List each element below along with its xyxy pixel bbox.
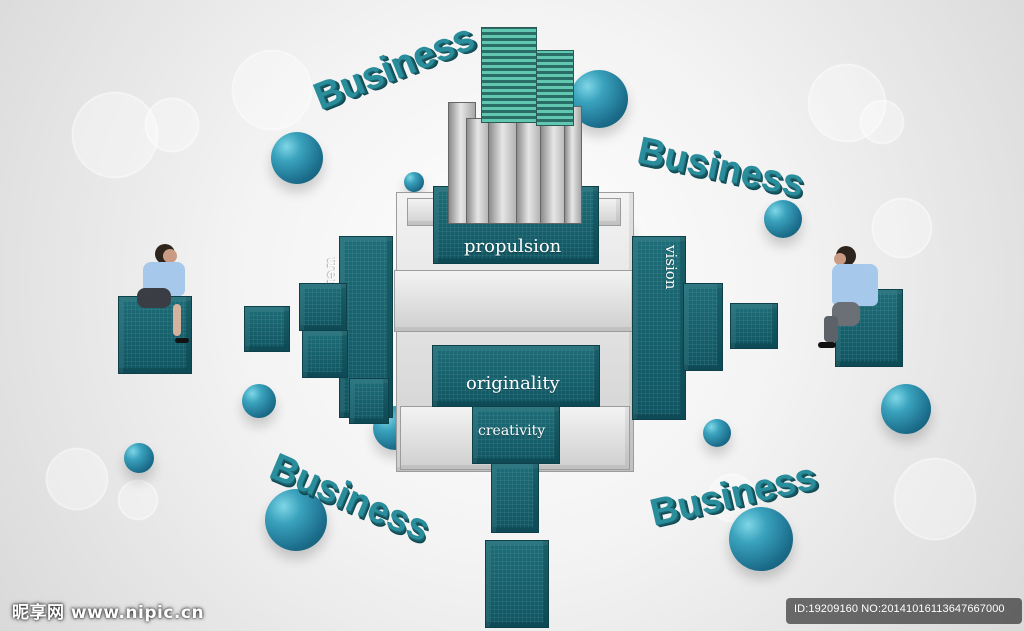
nipic-watermark-logo: 昵享网 www.nipic.cn xyxy=(12,603,205,623)
right-cube-column xyxy=(632,236,686,420)
left-cube-small xyxy=(302,330,348,378)
man-leg xyxy=(824,316,838,342)
blue-sphere xyxy=(764,200,802,238)
front-lower-block xyxy=(472,406,560,464)
businesswoman-figure xyxy=(135,244,207,346)
businessman-figure xyxy=(814,246,894,356)
left-cube-small xyxy=(244,306,290,352)
background-bokeh xyxy=(118,480,158,520)
business-word: Business xyxy=(633,129,808,206)
left-cube-small xyxy=(299,283,347,331)
building xyxy=(516,110,544,224)
blue-sphere xyxy=(242,384,276,418)
blue-sphere xyxy=(703,419,731,447)
blue-sphere xyxy=(881,384,931,434)
left-cube-small xyxy=(349,378,389,424)
man-face xyxy=(834,253,846,265)
woman-leg xyxy=(173,304,181,336)
creativity-label: creativity xyxy=(478,423,546,439)
right-cube-small xyxy=(730,303,778,349)
propulsion-label: propulsion xyxy=(464,236,562,257)
vision-label: vision xyxy=(662,245,680,290)
woman-shoe xyxy=(175,338,189,343)
background-bokeh xyxy=(860,100,904,144)
man-shirt xyxy=(832,264,878,306)
man-shoe xyxy=(818,342,836,348)
blue-sphere xyxy=(265,489,327,551)
woman-face xyxy=(163,249,177,263)
blue-sphere xyxy=(729,507,793,571)
background-bokeh xyxy=(894,458,976,540)
background-bokeh xyxy=(872,198,932,258)
background-bokeh xyxy=(145,98,199,152)
glass-tower xyxy=(536,50,574,126)
watermark-id-bar: ID:19209160 NO:20141016113647667000 xyxy=(786,598,1022,624)
originality-label: originality xyxy=(466,373,560,394)
glass-tower xyxy=(481,27,537,123)
background-bokeh xyxy=(72,92,158,178)
right-cube-small xyxy=(683,283,723,371)
front-foot-block xyxy=(491,463,539,533)
blue-sphere xyxy=(124,443,154,473)
blue-sphere xyxy=(271,132,323,184)
blue-sphere xyxy=(404,172,424,192)
background-bokeh xyxy=(232,50,312,130)
background-bokeh xyxy=(46,448,108,510)
front-teal-block xyxy=(432,345,600,407)
bottom-cube xyxy=(485,540,549,628)
gray-top-layer xyxy=(394,270,636,332)
watermark-id-text: ID:19209160 NO:20141016113647667000 xyxy=(794,603,1005,615)
woman-skirt xyxy=(137,288,171,308)
